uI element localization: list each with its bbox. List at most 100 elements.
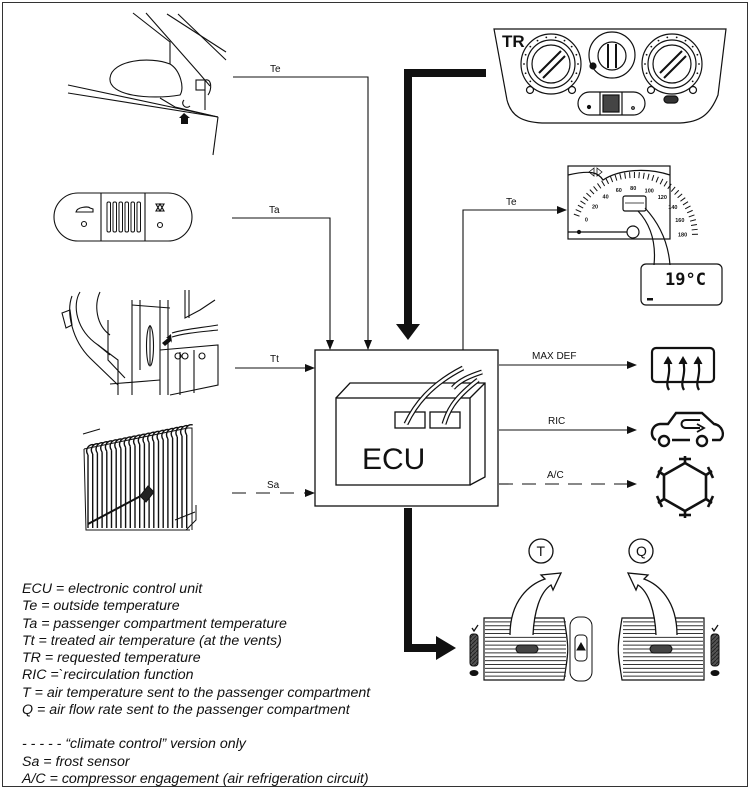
speedo-tick: [601, 180, 606, 187]
legend-item-ta: Ta = passenger compartment temperature: [22, 615, 287, 632]
speedo-tick: [638, 172, 640, 179]
speedo-tick: [680, 197, 686, 202]
left-vent-control[interactable]: [469, 633, 479, 667]
evaporator-fin: [184, 423, 194, 528]
ecu-label: ECU: [362, 443, 425, 476]
ecu-block: [314, 349, 499, 507]
speedo-tick: [619, 173, 622, 180]
signal-tr-input: [404, 69, 486, 325]
speedo-tick: [670, 186, 676, 192]
speedo-tick-label: 100: [645, 188, 654, 194]
tr-arrowhead-icon: [396, 324, 420, 340]
legend-spacer: [22, 719, 370, 736]
left-vent-grille: [483, 617, 569, 681]
knob-tick: [666, 36, 669, 39]
knob-tick: [536, 39, 539, 42]
speedo-tick: [573, 213, 580, 217]
speedo-tick: [597, 183, 602, 189]
signal-te-output: [462, 206, 567, 350]
speedo-tick: [663, 180, 668, 187]
speedo-tick-label: 60: [616, 188, 622, 194]
panel-switch-row[interactable]: [577, 91, 646, 116]
speedo-tick: [605, 178, 610, 185]
sensor-location-arrow-icon: [162, 334, 172, 346]
signal-label-ta: Ta: [269, 205, 280, 216]
treated-air-temperature-sensor-heater-illustration: [61, 290, 219, 396]
speedo-tick: [647, 173, 650, 180]
knob-tick: [691, 80, 694, 83]
right-vent-control[interactable]: [710, 633, 720, 667]
knob-tick: [529, 80, 532, 83]
knob-tick: [575, 53, 578, 56]
knob-tick: [696, 72, 699, 75]
knob-tick: [577, 63, 579, 65]
legend: ECU = electronic control unit Te = outsi…: [22, 581, 370, 788]
passenger-temperature-sensor-switch-panel: [53, 192, 193, 242]
speedo-tick: [651, 174, 655, 181]
knob-tick: [698, 63, 700, 65]
knob-tick: [650, 45, 653, 48]
recirculation-icon: [650, 411, 725, 448]
legend-item-ecu: ECU = electronic control unit: [22, 581, 203, 597]
vent-adjuster-knob: [649, 644, 673, 654]
legend-item-q: Q = air flow rate sent to the passenger …: [22, 702, 350, 719]
speedo-tick-label: 0: [585, 218, 588, 224]
legend-item-tt: Tt = treated air temperature (at the ven…: [22, 632, 282, 649]
temperature-knob[interactable]: [520, 33, 582, 95]
knob-tick: [691, 45, 694, 48]
speedo-tick-label: 120: [658, 195, 667, 201]
vents-arrowhead-icon: [436, 636, 456, 660]
flow-rate-airflow-arrow-icon: [626, 572, 678, 636]
knob-tick: [570, 80, 573, 83]
legend-note-sa: Sa = frost sensor: [22, 753, 130, 770]
requested-temperature-control-panel: [493, 28, 727, 124]
knob-tick: [684, 39, 687, 42]
speedo-tick: [667, 183, 672, 190]
knob-tick: [675, 36, 678, 39]
speedo-tick: [586, 192, 592, 198]
signal-label-tt: Tt: [270, 354, 279, 365]
speedo-tick: [690, 223, 698, 227]
legend-item-tr: TR = requested temperature: [22, 650, 201, 667]
knob-tick: [644, 63, 646, 65]
knob-tick: [524, 72, 527, 75]
knob-tick: [657, 39, 660, 42]
outside-temperature-lcd: 19°C: [640, 263, 723, 306]
speedo-tick-label: 180: [678, 232, 687, 238]
sensor-location-arrow-icon: [179, 113, 190, 124]
signal-ta-input: [232, 217, 334, 350]
speedo-tick: [688, 214, 695, 218]
speedo-tick: [689, 219, 697, 222]
speedo-tick: [582, 196, 589, 202]
knob-tick: [645, 72, 648, 75]
signal-vents-output: [404, 508, 438, 652]
speedo-tick-label: 40: [603, 195, 609, 201]
knob-tick: [575, 72, 578, 75]
instrument-cluster-display: [567, 165, 671, 266]
knob-tick: [696, 53, 699, 56]
signal-label-te: Te: [270, 64, 281, 75]
speedo-tick: [684, 205, 691, 210]
speedo-tick: [577, 204, 584, 209]
air-distribution-knob[interactable]: [641, 33, 703, 104]
speedo-tick: [674, 189, 680, 195]
dashboard-vents: [469, 616, 720, 682]
speedo-tick: [614, 174, 618, 181]
speedo-tick-label: 80: [630, 186, 636, 192]
legend-note-dashed: - - - - - “climate control” version only: [22, 736, 246, 753]
ac-compressor-snowflake-icon: [655, 456, 715, 518]
fan-speed-knob[interactable]: [588, 31, 636, 79]
temperature-airflow-arrow-icon: [509, 572, 563, 636]
max-defrost-icon: [650, 346, 716, 391]
knob-tick: [554, 36, 557, 39]
vent-adjuster-knob: [515, 644, 539, 654]
airflow-arrows: [509, 572, 678, 636]
right-vent-grille: [617, 617, 705, 681]
temperature-marker: T: [528, 538, 554, 564]
snowflake-small-icon: [155, 202, 165, 213]
knob-tick-marks: [523, 36, 700, 83]
signal-label-sa: Sa: [267, 480, 280, 491]
